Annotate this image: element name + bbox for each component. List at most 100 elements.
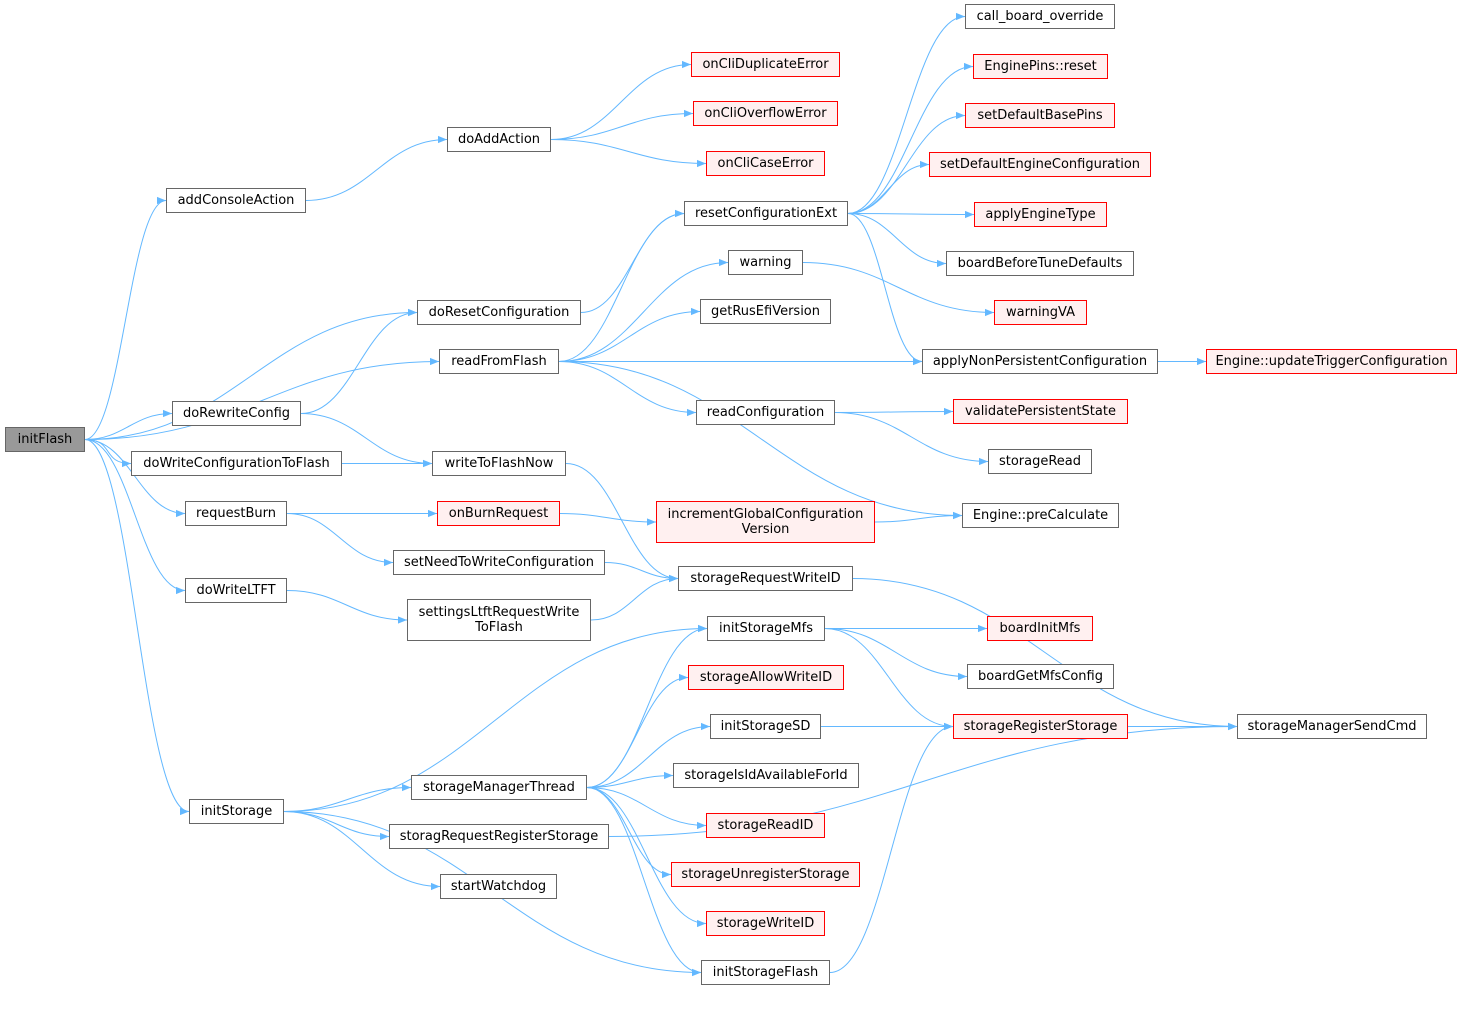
edge-incrementGlobalConfigurationVersion-to-Engine_preCalculate — [874, 511, 963, 523]
node-storageRequestWriteID[interactable]: storageRequestWriteID — [678, 566, 853, 591]
node-storageWriteID[interactable]: storageWriteID — [706, 911, 825, 936]
edge-requestBurn-to-setNeedToWriteConfiguration — [286, 513, 394, 567]
node-initStorageSD[interactable]: initStorageSD — [710, 714, 821, 739]
edge-initFlash-to-doRewriteConfig — [84, 409, 173, 440]
edge-resetConfigurationExt-to-applyEngineType — [847, 210, 975, 219]
node-initFlash: initFlash — [5, 427, 85, 452]
edge-storageManagerThread-to-initStorageFlash — [586, 787, 702, 977]
edge-resetConfigurationExt-to-boardBeforeTuneDefaults — [847, 213, 947, 268]
edge-readFromFlash-to-getRusEfiVersion — [558, 307, 701, 362]
node-doAddAction[interactable]: doAddAction — [447, 127, 551, 152]
edge-initStorage-to-storageManagerThread — [283, 783, 412, 812]
node-storageManagerThread[interactable]: storageManagerThread — [411, 775, 587, 800]
node-storageIsIdAvailableForId[interactable]: storageIsIdAvailableForId — [673, 763, 859, 788]
node-EnginePins_reset[interactable]: EnginePins::reset — [973, 54, 1108, 79]
edge-resetConfigurationExt-to-call_board_override — [847, 12, 966, 214]
edge-initFlash-to-doResetConfiguration — [84, 308, 418, 440]
edge-doWriteLTFT-to-settingsLtftRequestWriteToFlash — [286, 590, 408, 624]
node-getRusEfiVersion[interactable]: getRusEfiVersion — [700, 299, 831, 324]
edge-readFromFlash-to-readConfiguration — [558, 361, 697, 417]
edge-initFlash-to-initStorage — [84, 439, 190, 816]
edge-resetConfigurationExt-to-EnginePins_reset — [847, 62, 974, 214]
edge-doRewriteConfig-to-writeToFlashNow — [300, 413, 433, 468]
node-requestBurn[interactable]: requestBurn — [185, 501, 287, 526]
edge-settingsLtftRequestWriteToFlash-to-storageRequestWriteID — [590, 574, 679, 621]
node-boardInitMfs[interactable]: boardInitMfs — [987, 616, 1093, 641]
node-initStorageMfs[interactable]: initStorageMfs — [707, 616, 825, 641]
node-call_board_override[interactable]: call_board_override — [965, 4, 1115, 29]
node-initStorageFlash[interactable]: initStorageFlash — [701, 960, 830, 985]
edge-storageManagerThread-to-storageWriteID — [586, 787, 707, 928]
node-settingsLtftRequestWriteToFlash[interactable]: settingsLtftRequestWrite ToFlash — [407, 599, 591, 641]
node-onCliOverflowError[interactable]: onCliOverflowError — [693, 101, 838, 126]
node-doResetConfiguration[interactable]: doResetConfiguration — [417, 300, 581, 325]
node-doRewriteConfig[interactable]: doRewriteConfig — [172, 401, 301, 426]
node-storageRead[interactable]: storageRead — [988, 449, 1092, 474]
edge-doAddAction-to-onCliDuplicateError — [550, 60, 692, 140]
node-onCliDuplicateError[interactable]: onCliDuplicateError — [691, 52, 840, 77]
node-storageAllowWriteID[interactable]: storageAllowWriteID — [688, 665, 844, 690]
edge-readFromFlash-to-Engine_preCalculate — [558, 361, 963, 520]
node-addConsoleAction[interactable]: addConsoleAction — [166, 188, 306, 213]
node-warningVA[interactable]: warningVA — [994, 300, 1087, 325]
edge-initStorageMfs-to-boardGetMfsConfig — [824, 628, 968, 681]
edge-initStorage-to-startWatchdog — [283, 811, 441, 891]
edge-onBurnRequest-to-incrementGlobalConfigurationVersion — [559, 513, 657, 526]
edge-storageManagerThread-to-storageIsIdAvailableForId — [586, 771, 674, 788]
node-writeToFlashNow[interactable]: writeToFlashNow — [432, 451, 566, 476]
node-onBurnRequest[interactable]: onBurnRequest — [437, 501, 560, 526]
edge-readConfiguration-to-storageRead — [834, 412, 989, 466]
node-warning[interactable]: warning — [728, 250, 803, 275]
node-readFromFlash[interactable]: readFromFlash — [439, 349, 559, 374]
edge-initFlash-to-doWriteLTFT — [84, 439, 186, 595]
node-resetConfigurationExt[interactable]: resetConfigurationExt — [684, 201, 848, 226]
node-setDefaultEngineConfiguration[interactable]: setDefaultEngineConfiguration — [929, 152, 1151, 177]
edge-initStorage-to-storagRequestRegisterStorage — [283, 811, 390, 841]
node-incrementGlobalConfigurationVersion[interactable]: incrementGlobalConfiguration Version — [656, 501, 875, 543]
edge-storageManagerThread-to-storageReadID — [586, 787, 707, 830]
edge-doAddAction-to-onCliOverflowError — [550, 109, 694, 140]
node-setDefaultBasePins[interactable]: setDefaultBasePins — [965, 103, 1115, 128]
node-applyEngineType[interactable]: applyEngineType — [974, 202, 1107, 227]
node-storageRegisterStorage[interactable]: storageRegisterStorage — [953, 714, 1128, 739]
edge-initStorage-to-initStorageMfs — [283, 624, 708, 812]
node-setNeedToWriteConfiguration[interactable]: setNeedToWriteConfiguration — [393, 550, 605, 575]
node-boardGetMfsConfig[interactable]: boardGetMfsConfig — [967, 664, 1114, 689]
node-storageUnregisterStorage[interactable]: storageUnregisterStorage — [671, 862, 860, 887]
edge-doAddAction-to-onCliCaseError — [550, 139, 707, 168]
node-storageManagerSendCmd[interactable]: storageManagerSendCmd — [1237, 714, 1427, 739]
edge-storageManagerThread-to-storageAllowWriteID — [586, 673, 689, 788]
node-validatePersistentState[interactable]: validatePersistentState — [953, 399, 1128, 424]
edge-doResetConfiguration-to-resetConfigurationExt — [580, 209, 685, 313]
edge-resetConfigurationExt-to-applyNonPersistentConfiguration — [847, 213, 923, 366]
edge-setNeedToWriteConfiguration-to-storageRequestWriteID — [604, 562, 679, 583]
node-Engine_preCalculate[interactable]: Engine::preCalculate — [962, 503, 1119, 528]
edge-initFlash-to-doWriteConfigurationToFlash — [84, 439, 132, 468]
node-doWriteConfigurationToFlash[interactable]: doWriteConfigurationToFlash — [131, 451, 342, 476]
edge-initFlash-to-requestBurn — [84, 439, 186, 518]
node-Engine_updateTriggerConfiguration[interactable]: Engine::updateTriggerConfiguration — [1206, 349, 1457, 374]
edge-addConsoleAction-to-doAddAction — [305, 135, 448, 201]
edge-initFlash-to-readFromFlash — [84, 357, 440, 440]
edge-initStorageFlash-to-storageRegisterStorage — [829, 722, 954, 973]
edge-initFlash-to-addConsoleAction — [84, 196, 167, 440]
node-storagRequestRegisterStorage[interactable]: storagRequestRegisterStorage — [389, 824, 609, 849]
node-applyNonPersistentConfiguration[interactable]: applyNonPersistentConfiguration — [922, 349, 1158, 374]
node-boardBeforeTuneDefaults[interactable]: boardBeforeTuneDefaults — [946, 251, 1134, 276]
edge-readConfiguration-to-validatePersistentState — [834, 407, 954, 416]
node-doWriteLTFT[interactable]: doWriteLTFT — [185, 578, 287, 603]
node-readConfiguration[interactable]: readConfiguration — [696, 400, 835, 425]
edge-readFromFlash-to-warning — [558, 258, 729, 362]
node-storageReadID[interactable]: storageReadID — [706, 813, 825, 838]
edge-initStorageMfs-to-storageRegisterStorage — [824, 628, 954, 731]
node-initStorage[interactable]: initStorage — [189, 799, 284, 824]
edge-writeToFlashNow-to-storageRequestWriteID — [565, 463, 679, 583]
edge-warning-to-warningVA — [802, 262, 995, 317]
edge-storageManagerThread-to-initStorageSD — [586, 722, 711, 788]
edge-storageRequestWriteID-to-storageManagerSendCmd — [852, 578, 1238, 731]
edge-doRewriteConfig-to-doResetConfiguration — [300, 308, 418, 414]
node-startWatchdog[interactable]: startWatchdog — [440, 874, 557, 899]
node-onCliCaseError[interactable]: onCliCaseError — [706, 151, 825, 176]
edge-resetConfigurationExt-to-setDefaultEngineConfiguration — [847, 160, 930, 214]
